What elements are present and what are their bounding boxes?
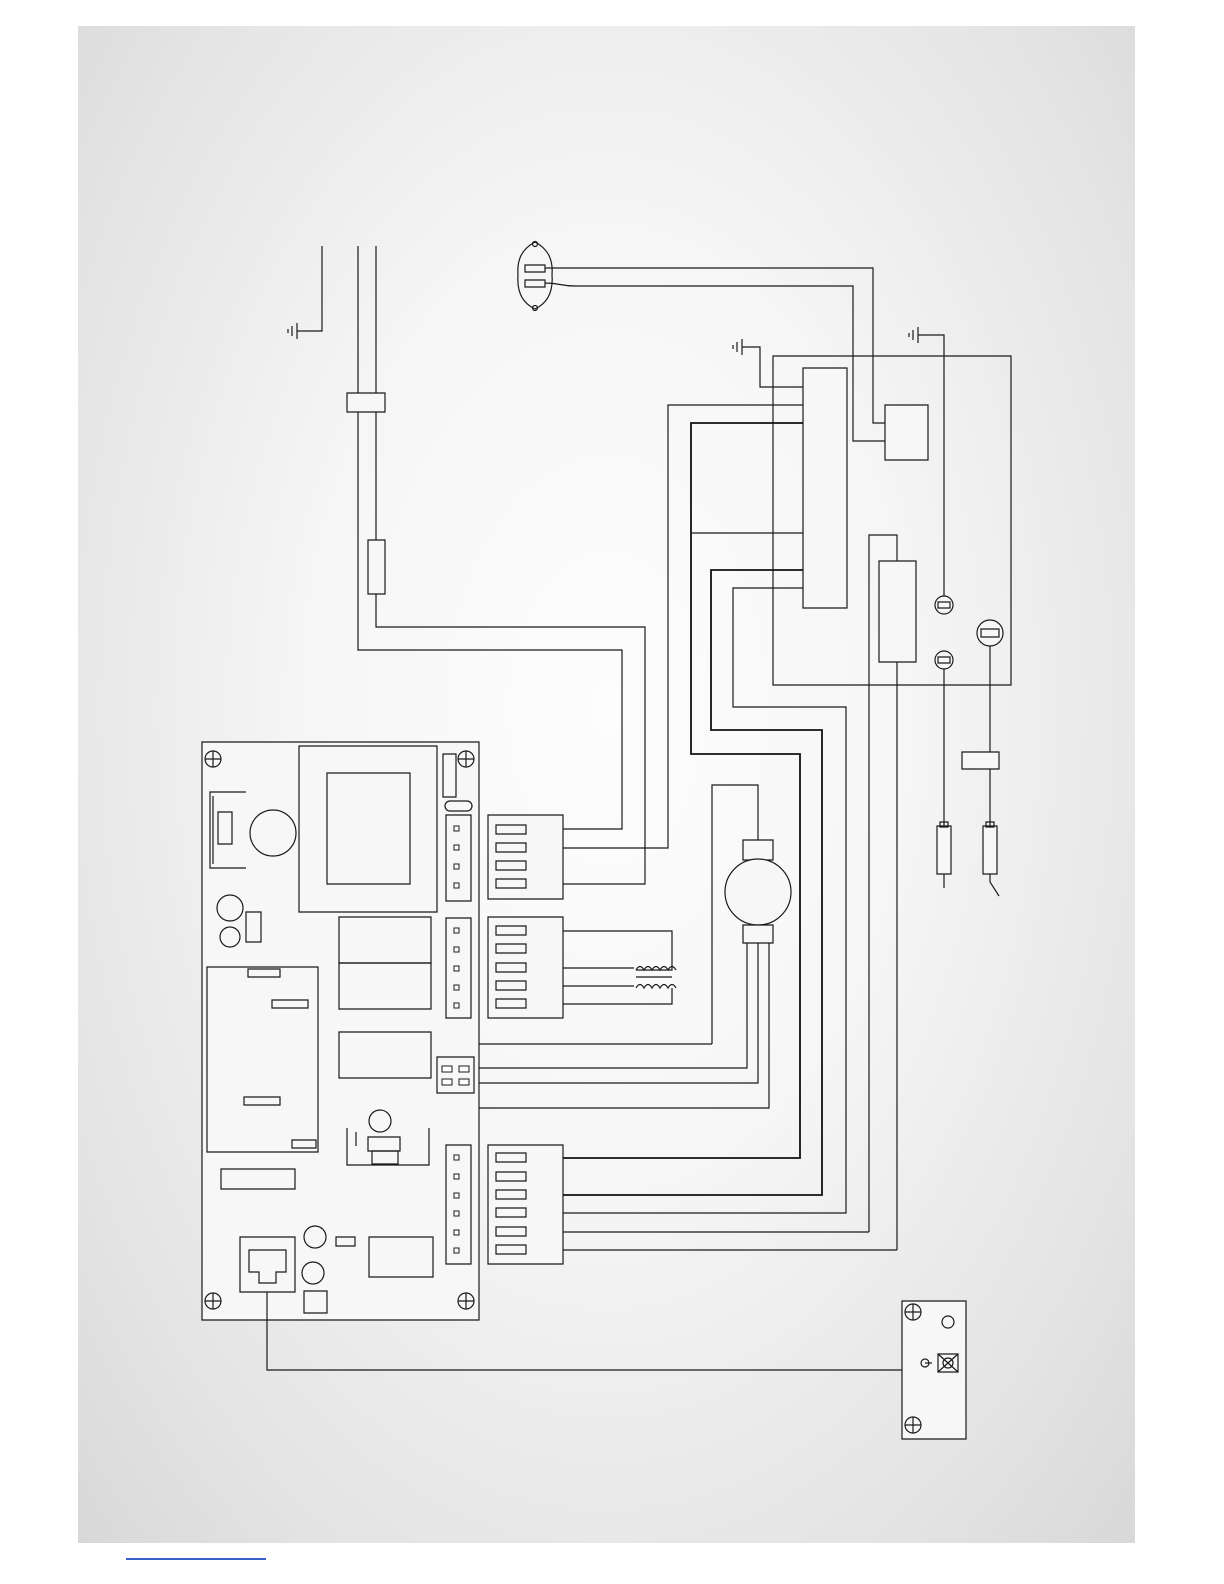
mount-screw-tr [458, 751, 474, 767]
control-board [202, 742, 479, 1320]
flame-sensor-electrode [962, 646, 999, 896]
valve-terminal-block [803, 368, 847, 608]
igniter-electrode [937, 669, 951, 888]
gas-valve [733, 327, 1011, 1250]
valve-coil [879, 561, 916, 662]
mount-screw-tl [205, 751, 221, 767]
transformer [563, 931, 676, 1004]
mount-screw-br [458, 1293, 474, 1309]
inline-fuse [368, 540, 385, 594]
plug-connector-2 [488, 917, 563, 1018]
mount-screw-bl [205, 1293, 221, 1309]
plug-connector-1 [488, 815, 563, 899]
wall-switch-plate [902, 1301, 966, 1439]
valve-relay [885, 405, 928, 460]
plug-connector-3 [488, 1145, 563, 1264]
ground-symbol-cord [288, 246, 322, 339]
cord-strain-relief [347, 393, 385, 412]
